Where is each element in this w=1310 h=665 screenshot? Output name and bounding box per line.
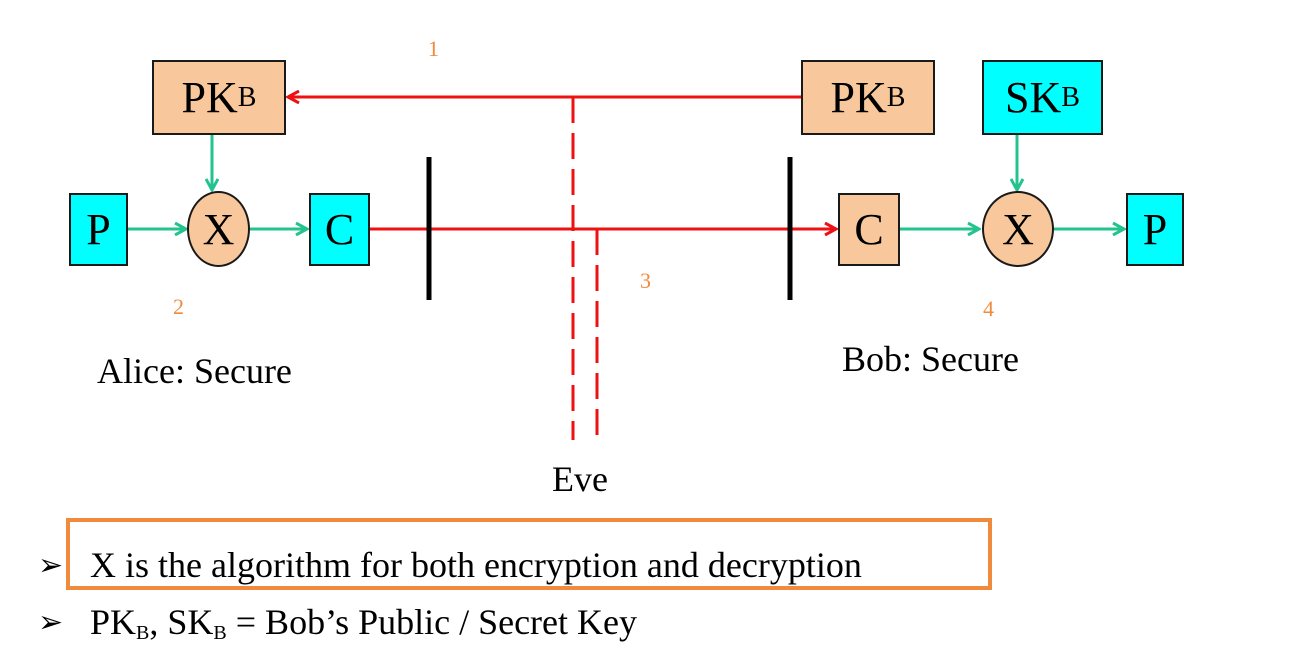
note-algorithm-text: X is the algorithm for both encryption a…	[90, 545, 862, 585]
note-pk-subscript: B	[136, 622, 150, 644]
note-separator: ,	[149, 602, 168, 642]
step-number-4: 4	[983, 296, 994, 321]
bullet-arrow-icon: ➢	[38, 605, 64, 639]
alice-algorithm-label: X	[202, 204, 235, 254]
note-pk: PK	[90, 602, 137, 642]
note-sk-subscript: B	[213, 622, 227, 644]
bob-sk-label: SK	[1005, 72, 1062, 122]
alice-caption: Alice: Secure	[97, 351, 292, 391]
bullet-arrow-icon: ➢	[38, 548, 64, 582]
alice-plaintext-box: P	[69, 193, 128, 266]
bob-ciphertext-label: C	[854, 204, 884, 254]
highlight-frame	[66, 518, 992, 590]
alice-ciphertext-label: C	[324, 204, 355, 254]
alice-pk-label: PK	[181, 72, 238, 122]
note-keys: ➢ PKB, SKB = Bob’s Public / Secret Key	[38, 601, 637, 643]
alice-algorithm-node: X	[187, 191, 250, 267]
note-keys-rest: = Bob’s Public / Secret Key	[226, 602, 638, 642]
bob-caption: Bob: Secure	[842, 339, 1019, 379]
alice-ciphertext-box: C	[309, 193, 370, 266]
note-keys-text: PKB, SKB = Bob’s Public / Secret Key	[90, 601, 637, 643]
bob-ciphertext-box: C	[838, 193, 900, 266]
alice-plaintext-label: P	[86, 204, 111, 254]
bob-pk-label: PK	[830, 72, 887, 122]
note-algorithm: ➢ X is the algorithm for both encryption…	[38, 544, 862, 586]
step-number-1: 1	[428, 36, 439, 61]
step-number-2: 2	[173, 294, 184, 319]
bob-plaintext-box: P	[1126, 193, 1184, 266]
bob-algorithm-label: X	[1002, 204, 1034, 254]
bob-plaintext-label: P	[1142, 204, 1168, 254]
note-sk: SK	[167, 602, 214, 642]
eve-label: Eve	[552, 459, 608, 499]
bob-algorithm-node: X	[982, 191, 1054, 267]
step-number-3: 3	[640, 268, 651, 293]
